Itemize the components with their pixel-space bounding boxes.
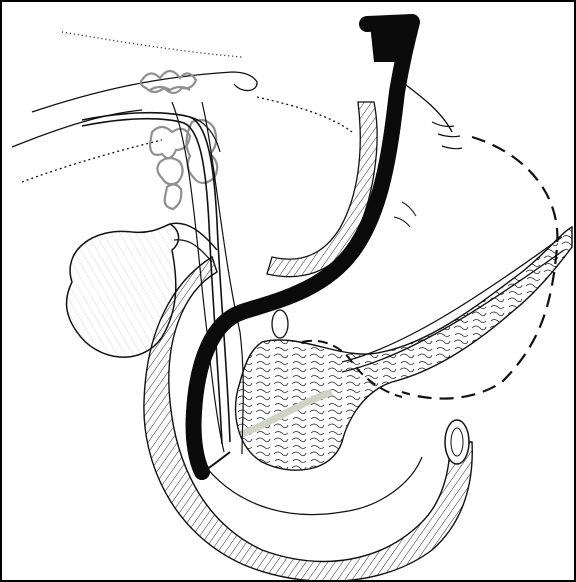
- portal-vein: [272, 310, 288, 338]
- liver-outline: [12, 32, 352, 182]
